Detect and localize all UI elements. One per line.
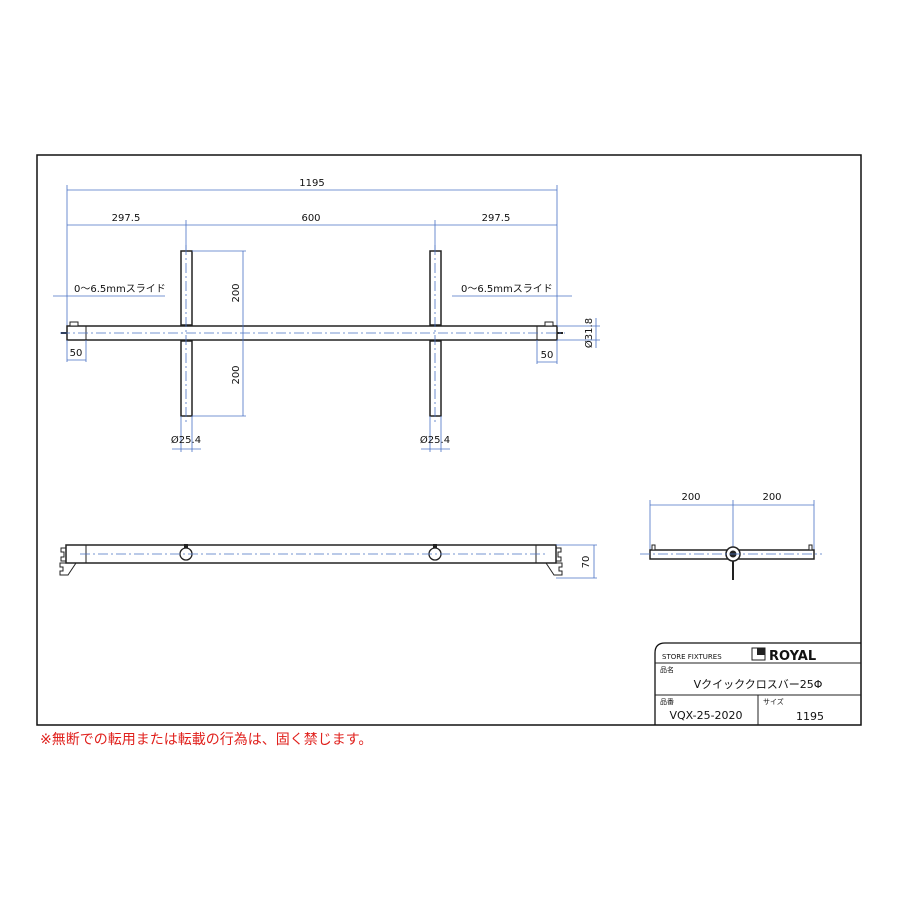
product-name: Vクイッククロスバー25Φ (694, 678, 823, 691)
side-right-label: 200 (762, 492, 781, 503)
slide-left-label: 0～6.5mmスライド (74, 283, 166, 295)
arm-right-up (429, 250, 442, 326)
arm-left-down (180, 340, 193, 417)
side-view: 200 200 (640, 492, 822, 580)
arm-up-label: 200 (231, 283, 242, 302)
arm-diameter-left-label: Ø25.4 (171, 434, 201, 446)
dim-right-label: 297.5 (482, 213, 511, 224)
dim-middle-label: 600 (301, 213, 320, 224)
royal-logo-icon (757, 648, 765, 655)
product-name-label: 品名 (660, 665, 674, 674)
size-label: サイズ (763, 697, 784, 706)
end-left-label: 50 (70, 348, 83, 359)
size-value: 1195 (796, 710, 824, 723)
side-left-label: 200 (681, 492, 700, 503)
front-view: 70 (59, 544, 597, 579)
title-block: STORE FIXTURES ROYAL 品名 Vクイッククロスバー25Φ 品番… (654, 642, 861, 725)
dim-overall-label: 1195 (299, 178, 324, 189)
drawing-frame (36, 154, 862, 726)
logo-text: ROYAL (769, 649, 816, 664)
copyright-note: ※無断での転用または転載の行為は、固く禁じます。 (40, 732, 373, 748)
slide-right-label: 0～6.5mmスライド (461, 283, 553, 295)
arm-left-up (180, 250, 193, 326)
arm-right-down (429, 340, 442, 417)
arm-diameter-right-label: Ø25.4 (420, 434, 450, 446)
company-tag: STORE FIXTURES (662, 653, 722, 661)
part-number: VQX-25-2020 (669, 709, 742, 722)
top-view: 1195 297.5 600 297.5 0～6.5mmスライド 0～6.5mm… (53, 178, 600, 452)
front-height-label: 70 (581, 556, 592, 569)
dim-left-label: 297.5 (112, 213, 141, 224)
part-number-label: 品番 (660, 698, 674, 706)
arm-down-label: 200 (231, 365, 242, 384)
bar-diameter-label: Ø31.8 (583, 318, 595, 348)
end-right-label: 50 (541, 350, 554, 361)
